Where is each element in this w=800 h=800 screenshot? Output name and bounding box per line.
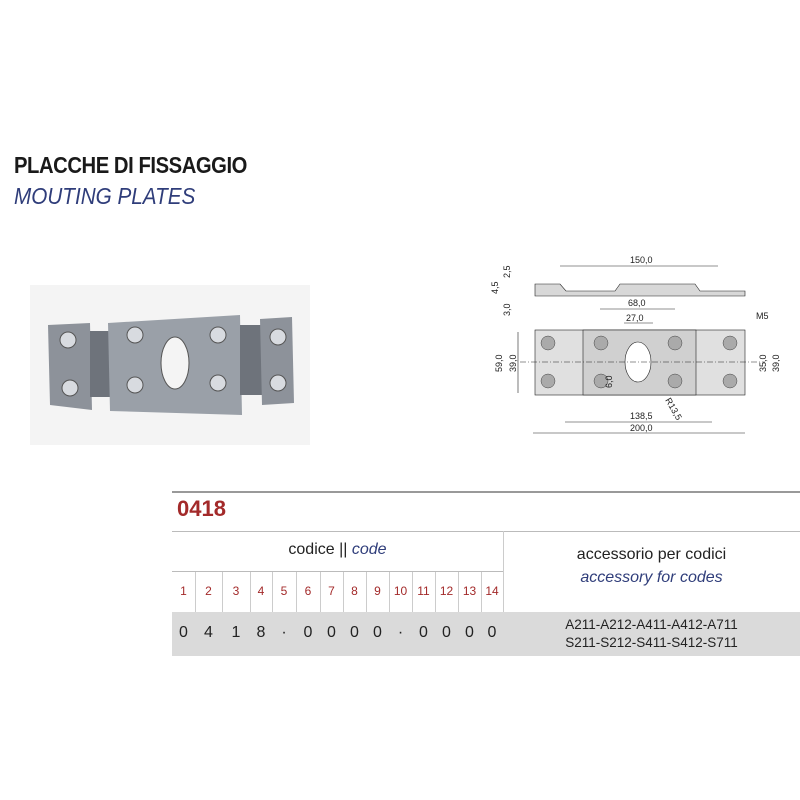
position-number: 8 [351, 584, 358, 598]
divider [503, 531, 504, 612]
accessory-codes: A211-A212-A411-A412-A711 S211-S212-S411-… [503, 616, 800, 652]
column-divider [320, 572, 321, 612]
divider [172, 571, 503, 572]
dim-39-left: 39,0 [508, 354, 518, 372]
column-divider [296, 572, 297, 612]
code-digit: 1 [231, 624, 241, 641]
code-digit: 0 [373, 624, 382, 641]
position-number: 10 [393, 584, 408, 598]
dim-r13-5: R13,5 [663, 396, 684, 422]
code-digit: 0 [419, 624, 428, 641]
code-digit: 0 [179, 624, 188, 641]
accessory-header-en: accessory for codes [580, 569, 723, 586]
product-photo [30, 285, 310, 445]
position-number: 13 [462, 584, 477, 598]
code-digit: 0 [442, 624, 451, 641]
code-header-it: codice || [288, 541, 348, 558]
column-divider [389, 572, 390, 612]
column-divider [481, 572, 482, 612]
position-number: 11 [417, 584, 430, 598]
code-digit: 0 [487, 624, 497, 641]
code-digit: 0 [465, 624, 474, 641]
column-divider [195, 572, 196, 612]
position-number: 9 [374, 584, 381, 598]
divider [172, 531, 800, 532]
accessory-header-it: accessorio per codici [576, 546, 727, 563]
dim-39-right: 39,0 [771, 354, 780, 372]
dim-4-5: 4,5 [490, 281, 500, 294]
dim-68: 68,0 [628, 298, 646, 308]
code-digit: · [281, 624, 287, 641]
code-row [172, 612, 800, 656]
accessory-codes-line: A211-A212-A411-A412-A711 [565, 617, 738, 632]
dim-27: 27,0 [626, 313, 644, 323]
position-number: 12 [439, 584, 454, 598]
title-italian: PLACCHE DI FISSAGGIO [14, 152, 247, 178]
code-digit: 0 [350, 624, 359, 641]
dim-2-5: 2,5 [502, 265, 512, 278]
position-number: 5 [280, 584, 288, 598]
column-divider [272, 572, 273, 612]
column-divider [222, 572, 223, 612]
title-english: MOUTING PLATES [14, 183, 196, 209]
dim-150: 150,0 [630, 255, 653, 265]
code-digit: · [397, 624, 404, 641]
position-number: 7 [328, 584, 335, 598]
code-digit: 4 [204, 624, 213, 641]
position-number: 4 [257, 584, 265, 598]
code-digit: 0 [327, 624, 336, 641]
dim-200: 200,0 [630, 423, 653, 433]
product-code: 0418 [177, 496, 226, 521]
code-digit: 8 [256, 624, 266, 641]
code-digit: 0 [303, 624, 313, 641]
column-divider [435, 572, 436, 612]
dim-138-5: 138,5 [630, 411, 653, 421]
dim-m5: M5 [756, 311, 769, 321]
code-header: codice || code [172, 541, 503, 559]
accessory-header: accessorio per codici accessory for codes [503, 543, 800, 589]
position-number: 14 [485, 584, 499, 598]
column-divider [458, 572, 459, 612]
dim-3-0: 3,0 [502, 303, 512, 316]
column-divider [412, 572, 413, 612]
position-number: 2 [205, 584, 212, 598]
dim-6: 6,0 [604, 375, 614, 388]
dim-59: 59,0 [494, 354, 504, 372]
divider [172, 491, 800, 493]
code-header-en: code [351, 541, 387, 558]
position-number: 6 [304, 584, 312, 598]
position-number: 3 [232, 584, 240, 598]
column-divider [343, 572, 344, 612]
position-number: 1 [180, 584, 187, 598]
accessory-codes-line: S211-S212-S411-S412-S711 [565, 635, 738, 650]
column-divider [366, 572, 367, 612]
technical-drawing: 150,0 2,5 4,5 3,0 68,0 27,0 M5 59,0 39,0… [490, 255, 780, 434]
dim-35: 35,0 [758, 354, 768, 372]
column-divider [250, 572, 251, 612]
